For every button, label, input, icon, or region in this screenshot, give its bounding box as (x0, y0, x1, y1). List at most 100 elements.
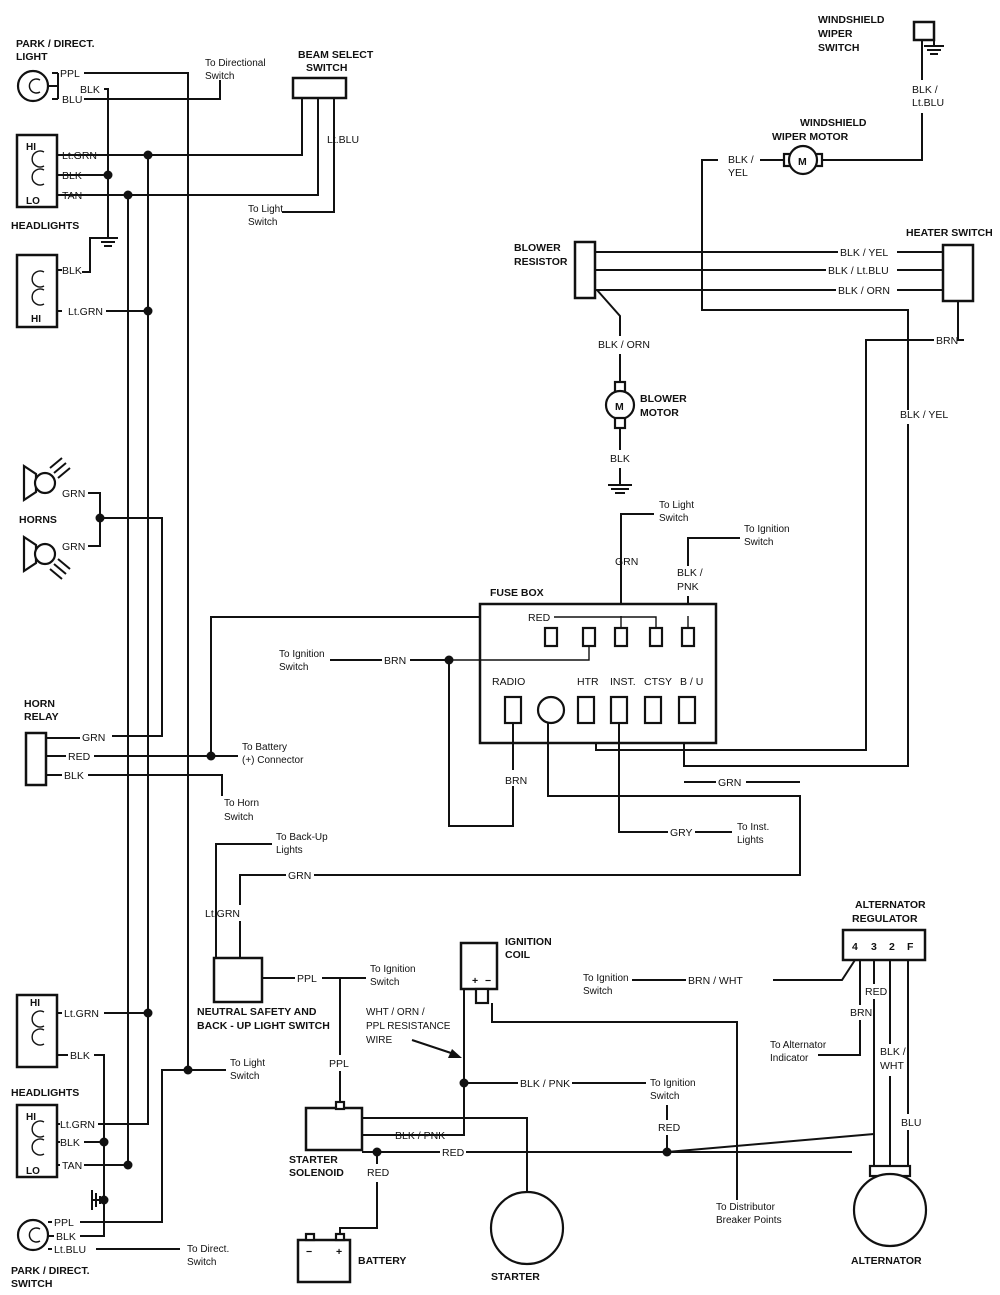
alternator (852, 1172, 928, 1248)
wire-label-blk-ltblu-heater: BLK / Lt.BLU (828, 265, 889, 277)
note-to-ignition-bu-2: Switch (744, 537, 773, 548)
note-to-ignition-neutral-2: Switch (370, 977, 399, 988)
headlight-bottom-1-hi: HI (30, 998, 40, 1009)
fuse-ctsy (643, 695, 663, 725)
battery-minus: − (306, 1246, 312, 1258)
fuse-top-3 (613, 626, 629, 648)
wire-label-grn-fuse: GRN (615, 556, 638, 568)
headlight-top-1 (15, 133, 59, 209)
wire-label-tan-b2: TAN (62, 1160, 82, 1172)
wire-label-grn-bu: GRN (718, 777, 741, 789)
wire-label-ppl-top: PPL (60, 68, 80, 80)
note-to-light-bottom-2: Switch (230, 1071, 259, 1082)
beam-select-switch (291, 76, 348, 100)
note-to-directional-2: Switch (205, 71, 234, 82)
note-to-inst-2: Lights (737, 835, 764, 846)
starter-solenoid (304, 1106, 364, 1152)
note-to-battery: To Battery (242, 742, 287, 753)
fuse-round (536, 695, 566, 725)
coil-plus: + (472, 975, 478, 987)
note-to-direct-2: Switch (187, 1257, 216, 1268)
reg-pin-f: F (907, 941, 914, 953)
park-direct-switch-label: PARK / DIRECT. (11, 1265, 90, 1277)
blower-motor-label-2: MOTOR (640, 407, 679, 419)
wire-label-ltgrn-b1: Lt.GRN (64, 1008, 99, 1020)
wire-label-blk-bottom: BLK (56, 1231, 76, 1243)
park-direct-light-label-2: LIGHT (16, 51, 48, 63)
note-to-ignition-bu: To Ignition (744, 524, 790, 535)
note-to-direct: To Direct. (187, 1244, 229, 1255)
note-to-light-fuse: To Light (659, 500, 694, 511)
park-direct-switch (16, 1218, 50, 1252)
wire-label-blk-blower: BLK (610, 453, 630, 465)
resistance-wire-1: WHT / ORN / (366, 1007, 425, 1018)
starter (489, 1190, 565, 1266)
resistance-wire-2: PPL RESISTANCE (366, 1021, 451, 1032)
fuse-htr (576, 695, 596, 725)
wire-label-ltgrn-backup: Lt.GRN (205, 908, 240, 920)
wire-label-red-reg: RED (865, 986, 888, 998)
fuse-label-htr: HTR (577, 676, 599, 688)
battery-plus: + (336, 1246, 342, 1258)
wire-label-gry: GRY (670, 827, 693, 839)
alternator-label: ALTERNATOR (851, 1255, 922, 1267)
wire-label-blk-yel-2: YEL (728, 167, 748, 179)
wire-label-red-relay: RED (68, 751, 91, 763)
wire-label-ltgrn-h1: Lt.GRN (62, 150, 97, 162)
wire-label-blk-wht-1: BLK / (880, 1046, 906, 1058)
blower-resistor (573, 240, 597, 300)
note-to-horn-2: Switch (224, 812, 253, 823)
wire-label-ppl-bottom: PPL (54, 1217, 74, 1229)
ground-icon-1 (98, 225, 118, 247)
wire-label-ltgrn-b2: Lt.GRN (60, 1119, 95, 1131)
headlight-top-2 (15, 253, 59, 329)
fuse-top-2 (581, 626, 597, 648)
wire-label-blk-ltblu-2: Lt.BLU (912, 97, 944, 109)
blower-resistor-label-2: RESISTOR (514, 256, 568, 268)
note-to-horn: To Horn (224, 798, 259, 809)
resistance-wire-3: WIRE (366, 1035, 392, 1046)
note-to-alt-ind-2: Indicator (770, 1053, 809, 1064)
wire-label-blk-top: BLK (80, 84, 100, 96)
note-to-directional: To Directional (205, 58, 266, 69)
wire-label-grn-horn2: GRN (62, 541, 85, 553)
note-to-alt-ind: To Alternator (770, 1040, 827, 1051)
ignition-coil-label-2: COIL (505, 949, 531, 961)
beam-select-label-2: SWITCH (306, 62, 347, 74)
wire-label-blk-b2: BLK (60, 1137, 80, 1149)
fuse-label-radio: RADIO (492, 676, 525, 688)
starter-solenoid-label-2: SOLENOID (289, 1167, 344, 1179)
headlight-top-1-lo: LO (26, 196, 40, 207)
alt-regulator-label: ALTERNATOR (855, 899, 926, 911)
ignition-coil (459, 941, 499, 991)
park-direct-switch-label-2: SWITCH (11, 1278, 52, 1290)
headlight-top-2-hi: HI (31, 314, 41, 325)
heater-switch-label: HEATER SWITCH (906, 227, 993, 239)
fuse-top-4 (648, 626, 664, 648)
horn-2 (22, 534, 71, 580)
park-direct-light-label: PARK / DIRECT. (16, 38, 95, 50)
wire-label-blk-orn-blower: BLK / ORN (598, 339, 650, 351)
fuse-label-bu: B / U (680, 676, 703, 688)
wire-label-brn-wht: BRN / WHT (688, 975, 743, 987)
wire-label-ltgrn-h2: Lt.GRN (68, 306, 103, 318)
wire-label-blk-h1: BLK (62, 170, 82, 182)
fuse-inst (609, 695, 629, 725)
neutral-safety-label: NEUTRAL SAFETY AND (197, 1006, 317, 1018)
wire-label-blu-reg: BLU (901, 1117, 921, 1129)
note-to-distributor-2: Breaker Points (716, 1215, 782, 1226)
wire-label-brn-reg: BRN (850, 1007, 872, 1019)
wiper-switch-label-3: SWITCH (818, 42, 859, 54)
wiper-motor-m: M (798, 156, 807, 168)
wiper-switch-label-2: WIPER (818, 28, 853, 40)
wire-label-blk-wht-2: WHT (880, 1060, 904, 1072)
wire-label-brn-radio: BRN (505, 775, 527, 787)
wire-label-blk-b1: BLK (70, 1050, 90, 1062)
reg-pin-4: 4 (852, 941, 858, 953)
note-to-backup: To Back-Up (276, 832, 328, 843)
ignition-coil-label: IGNITION (505, 936, 552, 948)
ground-icon-blower (608, 468, 632, 494)
blower-motor-label: BLOWER (640, 393, 687, 405)
horn-relay-label: HORN (24, 698, 55, 710)
coil-minus: − (485, 975, 491, 987)
